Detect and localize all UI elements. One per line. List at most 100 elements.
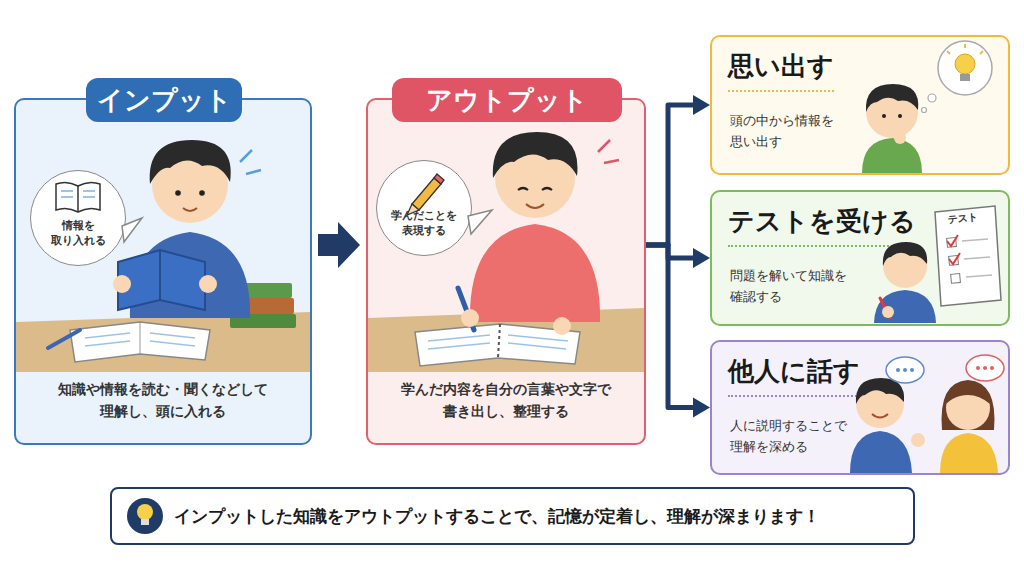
method-box: 他人に話す人に説明することで 理解を深める xyxy=(710,340,1010,475)
boy-head xyxy=(856,380,904,428)
boy-head xyxy=(866,86,918,138)
reading-scene xyxy=(16,140,310,372)
dot xyxy=(990,366,994,370)
output-panel: アウトプット学んだ内容を自分の言葉や文字で 書き出し、整理する学んだことを 表現… xyxy=(366,98,646,445)
method-heading: 思い出す xyxy=(728,49,834,92)
eye xyxy=(199,190,205,196)
thought-dot xyxy=(922,108,927,113)
notebook-line xyxy=(85,333,130,338)
checkbox xyxy=(949,256,959,266)
hand xyxy=(911,433,925,447)
method-heading: テストを受ける xyxy=(728,204,916,247)
book-icon xyxy=(61,190,73,191)
hand xyxy=(461,309,479,327)
panel-heading: インプット xyxy=(86,78,242,122)
bubble-text: 学んだことを 表現する xyxy=(388,209,460,239)
checkbox xyxy=(947,238,957,248)
pen xyxy=(880,298,890,318)
arrow-head xyxy=(693,398,710,418)
dot xyxy=(976,366,980,370)
notebook-line xyxy=(140,322,141,354)
book-icon xyxy=(83,190,95,191)
notebook-line xyxy=(428,335,490,341)
dot xyxy=(983,366,987,370)
notebook-line xyxy=(428,343,490,349)
dot xyxy=(896,368,900,372)
thought-dot xyxy=(928,94,936,102)
checkbox xyxy=(951,274,961,284)
bubble-tail xyxy=(468,210,492,234)
notebook xyxy=(415,324,580,366)
panel-description: 知識や情報を読む・聞くなどして 理解し、頭に入れる xyxy=(51,378,275,423)
thought-bubble xyxy=(938,41,992,95)
bubble-text: 情報を 取り入れる xyxy=(48,219,109,249)
mouth xyxy=(526,204,544,208)
branch-arrow xyxy=(646,245,710,268)
connector-line xyxy=(646,245,696,258)
boy-hair xyxy=(150,140,231,184)
pen xyxy=(48,330,80,348)
eye xyxy=(542,188,552,190)
accent-line xyxy=(604,160,619,163)
boy-body xyxy=(874,290,936,323)
speech-bubble: 情報を 取り入れる xyxy=(30,170,126,266)
method-description: 人に説明することで 理解を深める xyxy=(730,416,854,458)
test-scene xyxy=(874,206,1001,323)
eye xyxy=(898,114,902,118)
held-book xyxy=(118,250,205,310)
mouth xyxy=(183,208,197,211)
icon-circle xyxy=(127,498,163,534)
boy-hair xyxy=(493,132,578,178)
mouth xyxy=(872,414,888,418)
method-description: 頭の中から情報を 思い出す xyxy=(730,111,841,153)
book-icon xyxy=(56,182,100,212)
thinking-scene xyxy=(862,41,992,173)
hand xyxy=(894,132,906,144)
dot xyxy=(903,368,907,372)
notebook-line xyxy=(508,343,566,349)
accent-line xyxy=(246,170,261,174)
paper-line xyxy=(966,275,992,277)
speech-bubble-icon xyxy=(966,355,1004,381)
writing-scene xyxy=(368,132,644,372)
girl-body xyxy=(940,433,998,473)
bulb-ray xyxy=(947,51,950,54)
book-stack xyxy=(230,314,296,328)
hand xyxy=(199,275,217,293)
desk xyxy=(368,308,644,372)
speech-bubble-icon xyxy=(886,357,924,383)
arrow-head xyxy=(693,95,710,115)
book-icon xyxy=(77,186,79,212)
boy-body xyxy=(850,431,912,473)
pencil-icon xyxy=(412,178,441,210)
boy-head xyxy=(152,147,228,223)
pencil-icon xyxy=(407,204,419,215)
boy-head xyxy=(883,244,927,288)
boy-hair xyxy=(883,242,927,266)
desk xyxy=(16,312,310,372)
girl-hair xyxy=(942,380,995,430)
eye xyxy=(882,114,886,118)
dot xyxy=(910,368,914,372)
method-description: 問題を解いて知識を 確認する xyxy=(730,266,854,308)
paper-line xyxy=(962,239,988,241)
method-heading: 他人に話す xyxy=(728,354,860,397)
boy-body xyxy=(130,232,250,318)
talking-scene xyxy=(850,355,1004,473)
check-mark xyxy=(947,235,958,246)
notebook-binding xyxy=(498,324,500,358)
connector-line xyxy=(646,245,696,408)
panel-description: 学んだ内容を自分の言葉や文字で 書き出し、整理する xyxy=(394,378,618,423)
book-icon xyxy=(61,196,73,197)
summary-text: インプットした知識をアウトプットすることで、記憶が定着し、理解が深まります！ xyxy=(174,489,820,543)
check-mark xyxy=(949,253,960,264)
bulb-icon xyxy=(137,504,153,520)
block-arrow xyxy=(318,222,360,268)
boy-body xyxy=(862,138,922,173)
book-icon xyxy=(83,196,95,197)
method-box: テストを受ける問題を解いて知識を 確認する xyxy=(710,190,1010,326)
boy-hair xyxy=(866,84,918,112)
panel-heading: アウトプット xyxy=(392,78,622,122)
